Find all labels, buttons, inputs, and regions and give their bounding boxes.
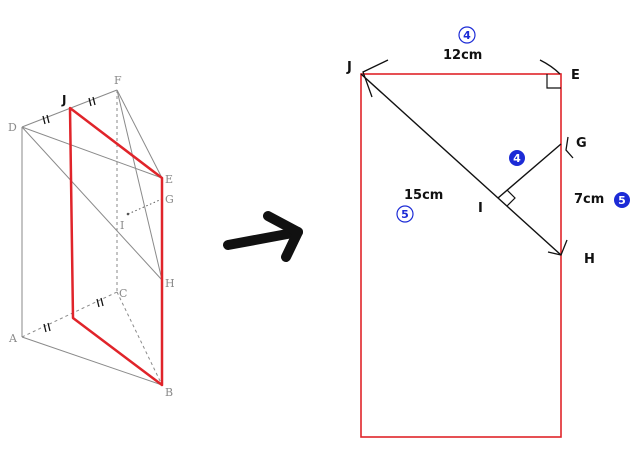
- line-FH: [116, 89, 163, 281]
- tick-DJ-1: [42, 115, 46, 125]
- tick-JF-1: [88, 97, 92, 107]
- rect-label-G: G: [576, 136, 587, 151]
- tick-AM-2: [47, 322, 51, 332]
- segment-JH: [360, 73, 562, 256]
- tick-J: [362, 59, 389, 98]
- prism-label-E: E: [165, 173, 173, 186]
- rectangle-outline: [360, 73, 562, 438]
- segment-IG-right: [497, 143, 562, 199]
- tick-MC-1: [96, 298, 100, 308]
- edge-DE: [21, 126, 163, 179]
- tick-MC-2: [100, 297, 104, 307]
- rect-label-J: J: [346, 60, 352, 75]
- ratio-top: 4: [463, 29, 471, 42]
- rect-label-H: H: [584, 252, 595, 267]
- prism-label-J: J: [61, 93, 66, 107]
- prism-label-C: C: [119, 287, 127, 300]
- right-angle-I: [506, 189, 516, 207]
- ratio-perp: 4: [513, 152, 521, 165]
- prism-hidden-edges: [21, 90, 163, 386]
- edge-AC: [21, 291, 118, 338]
- ratio-right-badge: 5: [614, 192, 630, 208]
- tick-E: [539, 59, 561, 75]
- prism-edges: [21, 89, 163, 386]
- prism-label-I: I: [120, 219, 124, 232]
- point-I: [126, 212, 130, 216]
- measure-left: 15cm: [404, 188, 443, 203]
- ratio-top-badge: 4: [458, 26, 476, 44]
- rectangle-figure: J E G I H 12cm 15cm 7cm 4 5 4 5: [346, 26, 630, 438]
- tick-marks: [42, 96, 104, 333]
- ratio-perp-badge: 4: [509, 150, 525, 166]
- rect-label-I: I: [478, 201, 483, 216]
- line-DH: [21, 126, 163, 281]
- ratio-right: 5: [618, 194, 626, 207]
- tick-JF-2: [92, 96, 96, 106]
- tick-H: [547, 239, 568, 256]
- edge-AB: [21, 336, 163, 386]
- prism-label-G: G: [165, 193, 174, 206]
- prism-label-B: B: [165, 386, 173, 399]
- tick-DJ-2: [46, 114, 50, 124]
- prism-figure: J F D E G I H C A B: [8, 74, 175, 399]
- ratio-left-badge: 5: [396, 205, 414, 223]
- prism-label-D: D: [8, 121, 17, 134]
- right-angle-E: [546, 74, 561, 89]
- cross-section: [68, 106, 164, 387]
- tick-AM-1: [43, 323, 47, 333]
- rect-label-E: E: [571, 68, 580, 83]
- arrow-icon: [223, 211, 303, 262]
- measure-ticks: [362, 59, 574, 256]
- measure-top: 12cm: [443, 48, 482, 63]
- edge-FE: [116, 89, 163, 179]
- ratio-left: 5: [401, 208, 409, 221]
- prism-label-F: F: [114, 74, 122, 87]
- edge-CB: [116, 291, 163, 386]
- measure-right: 7cm: [574, 192, 604, 207]
- tick-G: [565, 136, 574, 159]
- prism-label-H: H: [165, 277, 175, 290]
- prism-label-A: A: [8, 332, 18, 345]
